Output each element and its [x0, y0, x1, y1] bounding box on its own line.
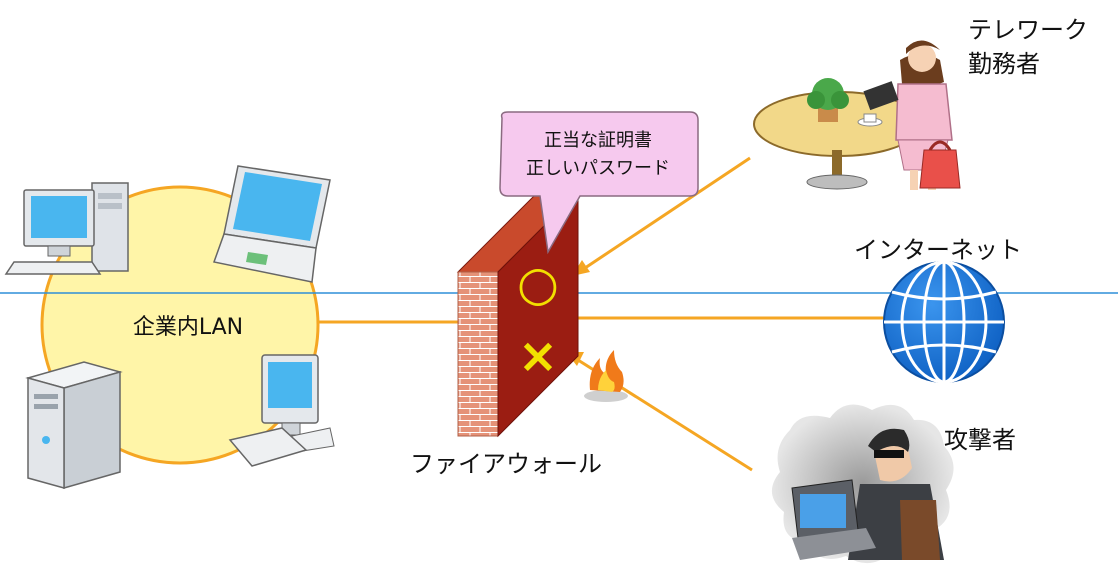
firewall-label: ファイアウォール	[410, 450, 602, 478]
fire-icon	[584, 350, 628, 402]
desktop-pc-icon	[4, 182, 129, 275]
desktop-pc-icon-2	[228, 354, 335, 467]
telework-label-line1: テレワーク	[968, 16, 1088, 44]
blocked-mark: ×	[518, 328, 558, 384]
globe-icon	[883, 260, 1005, 384]
teleworker-illustration	[753, 40, 961, 190]
internet-label: インターネット	[854, 236, 1022, 264]
laptop-icon	[213, 165, 331, 283]
server-icon	[25, 361, 123, 489]
bubble-line-2: 正しいパスワード	[526, 158, 670, 179]
credential-bubble	[499, 111, 699, 255]
lan-label: 企業内LAN	[133, 315, 243, 340]
attacker-label: 攻撃者	[944, 426, 1016, 454]
telework-arrow	[584, 156, 751, 270]
telework-label-line2: 勤務者	[968, 50, 1040, 78]
allowed-mark: ○	[517, 256, 559, 312]
attacker-illustration	[771, 404, 954, 564]
bubble-line-1: 正当な証明書	[544, 130, 652, 151]
